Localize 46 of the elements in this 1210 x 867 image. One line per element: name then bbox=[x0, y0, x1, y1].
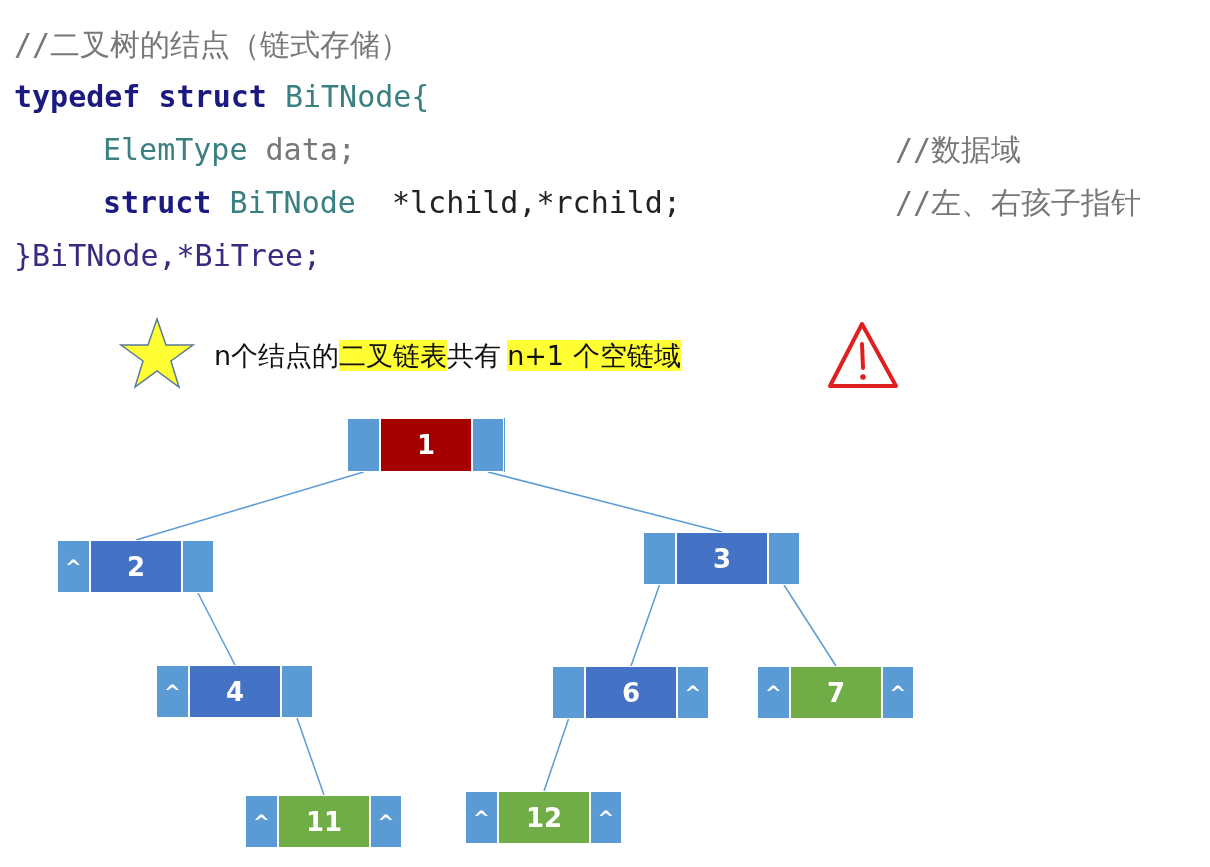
tree-node bbox=[465, 791, 621, 844]
tree-node bbox=[643, 532, 800, 585]
pointer-cell bbox=[347, 418, 380, 472]
pointer-cell bbox=[182, 540, 214, 593]
link-line bbox=[487, 471, 723, 533]
pointer-cell bbox=[472, 418, 504, 472]
link-line bbox=[296, 717, 325, 796]
link-line bbox=[543, 718, 570, 792]
code-line: }BiTNode,*BiTree; bbox=[14, 237, 322, 275]
link-line bbox=[197, 592, 236, 666]
pointer-cell bbox=[768, 532, 800, 585]
tree-node bbox=[245, 795, 401, 848]
data-cell: 11 bbox=[278, 795, 370, 848]
pointer-cell: ^ bbox=[245, 795, 278, 848]
pointer-cell bbox=[643, 532, 676, 585]
tree-node bbox=[347, 418, 505, 472]
code-line: struct BiTNode *lchild,*rchild; bbox=[103, 184, 681, 222]
code-line: ElemType data; bbox=[103, 131, 356, 169]
tree-node bbox=[156, 665, 313, 718]
tree-node bbox=[552, 666, 709, 719]
code-line: typedef struct BiTNode{ bbox=[14, 78, 430, 116]
link-line bbox=[630, 584, 661, 667]
pointer-cell: ^ bbox=[757, 666, 790, 719]
pointer-cell: ^ bbox=[156, 665, 189, 718]
pointer-cell: ^ bbox=[882, 666, 914, 719]
code-comment: //二叉树的结点（链式存储） bbox=[14, 26, 411, 64]
data-cell: 12 bbox=[498, 791, 590, 844]
pointer-cell: ^ bbox=[370, 795, 402, 848]
data-cell: 4 bbox=[189, 665, 281, 718]
tree-node bbox=[757, 666, 914, 719]
pointer-cell: ^ bbox=[590, 791, 622, 844]
data-cell: 1 bbox=[380, 418, 472, 472]
pointer-cell bbox=[281, 665, 313, 718]
pointer-cell: ^ bbox=[677, 666, 709, 719]
code-comment: //数据域 bbox=[895, 131, 1022, 169]
pointer-cell: ^ bbox=[57, 540, 90, 593]
link-line bbox=[783, 584, 837, 667]
pointer-cell: ^ bbox=[465, 791, 498, 844]
pointer-cell bbox=[552, 666, 585, 719]
data-cell: 7 bbox=[790, 666, 882, 719]
code-comment: //左、右孩子指针 bbox=[895, 184, 1142, 222]
data-cell: 2 bbox=[90, 540, 182, 593]
data-cell: 6 bbox=[585, 666, 677, 719]
link-line bbox=[135, 471, 365, 541]
tree-node bbox=[57, 540, 213, 593]
data-cell: 3 bbox=[676, 532, 768, 585]
